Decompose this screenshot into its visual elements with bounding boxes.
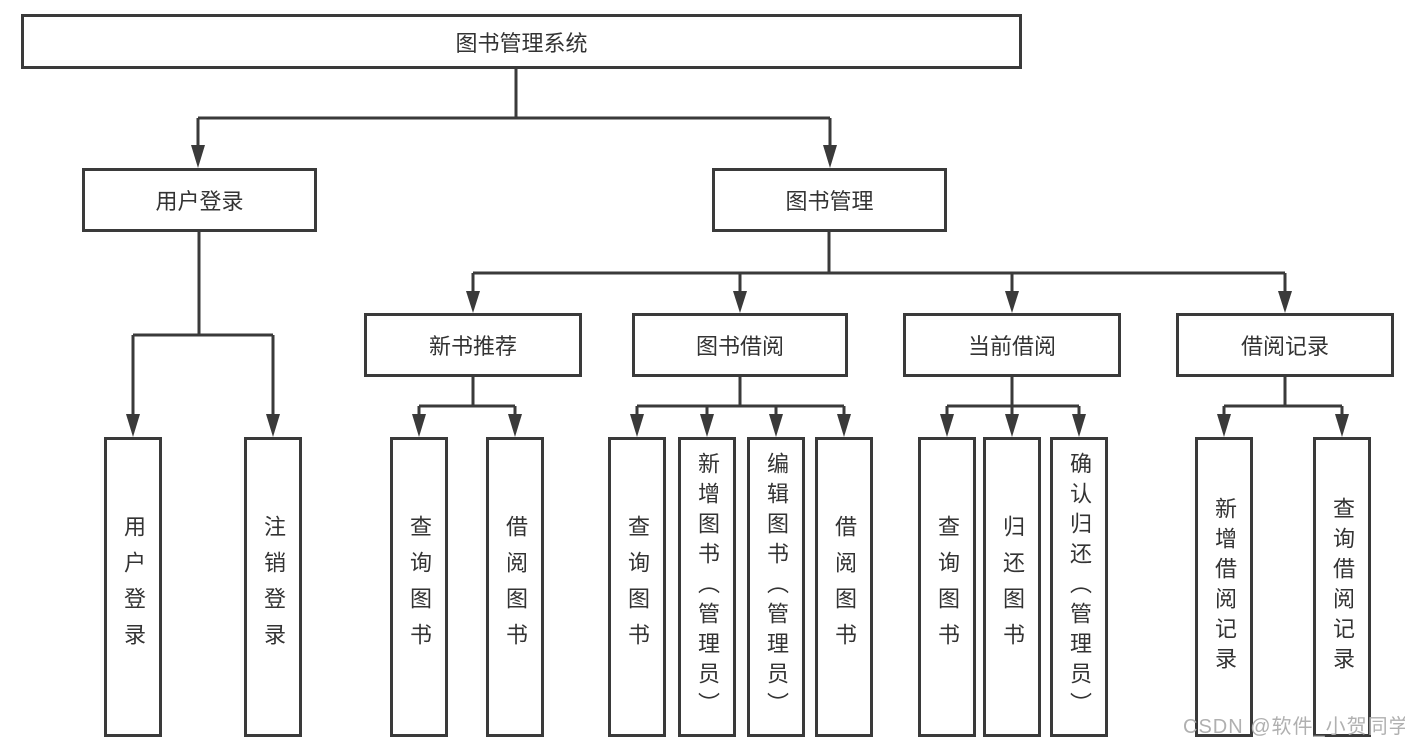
node-leaf-logout: 注销登录	[244, 437, 302, 737]
node-current-borrowing: 当前借阅	[903, 313, 1121, 377]
node-root-library-system: 图书管理系统	[21, 14, 1022, 69]
node-leaf-return-books: 归还图书	[983, 437, 1041, 737]
node-leaf-borrow-books-2: 借阅图书	[815, 437, 873, 737]
node-book-management-branch: 图书管理	[712, 168, 947, 232]
node-leaf-query-books-3: 查询图书	[918, 437, 976, 737]
leaf-label: 借阅图书	[503, 515, 528, 659]
node-leaf-add-books-admin: 新增图书（管理员）	[678, 437, 736, 737]
node-new-book-recommend: 新书推荐	[364, 313, 582, 377]
node-user-login-branch: 用户登录	[82, 168, 317, 232]
node-root-label: 图书管理系统	[455, 30, 588, 56]
node-leaf-query-borrow-record: 查询借阅记录	[1313, 437, 1371, 737]
node-label: 图书借阅	[695, 334, 784, 359]
leaf-label: 查询图书	[935, 515, 960, 659]
node-leaf-borrow-books-1: 借阅图书	[486, 437, 544, 737]
leaf-label: 注销登录	[261, 515, 286, 659]
leaf-label: 用户登录	[121, 515, 146, 659]
node-label: 借阅记录	[1240, 334, 1329, 359]
leaf-label: 查询图书	[407, 515, 432, 659]
leaf-label: 确认归还（管理员）	[1067, 452, 1092, 722]
node-label: 当前借阅	[967, 334, 1056, 359]
node-leaf-query-books-2: 查询图书	[608, 437, 666, 737]
leaf-label: 借阅图书	[832, 515, 857, 659]
node-label: 用户登录	[155, 189, 244, 214]
leaf-label: 查询借阅记录	[1330, 497, 1355, 677]
node-leaf-user-login: 用户登录	[104, 437, 162, 737]
node-leaf-query-books-1: 查询图书	[390, 437, 448, 737]
leaf-label: 查询图书	[625, 515, 650, 659]
node-borrowing-records: 借阅记录	[1176, 313, 1394, 377]
csdn-watermark: CSDN @软件_小贺同学	[1183, 716, 1405, 738]
node-book-borrowing: 图书借阅	[632, 313, 848, 377]
node-leaf-add-borrow-record: 新增借阅记录	[1195, 437, 1253, 737]
node-leaf-confirm-return-admin: 确认归还（管理员）	[1050, 437, 1108, 737]
leaf-label: 新增借阅记录	[1212, 497, 1237, 677]
node-leaf-edit-books-admin: 编辑图书（管理员）	[747, 437, 805, 737]
leaf-label: 新增图书（管理员）	[695, 452, 720, 722]
node-label: 新书推荐	[428, 334, 517, 359]
node-label: 图书管理	[785, 189, 874, 214]
leaf-label: 编辑图书（管理员）	[764, 452, 789, 722]
leaf-label: 归还图书	[1000, 515, 1025, 659]
